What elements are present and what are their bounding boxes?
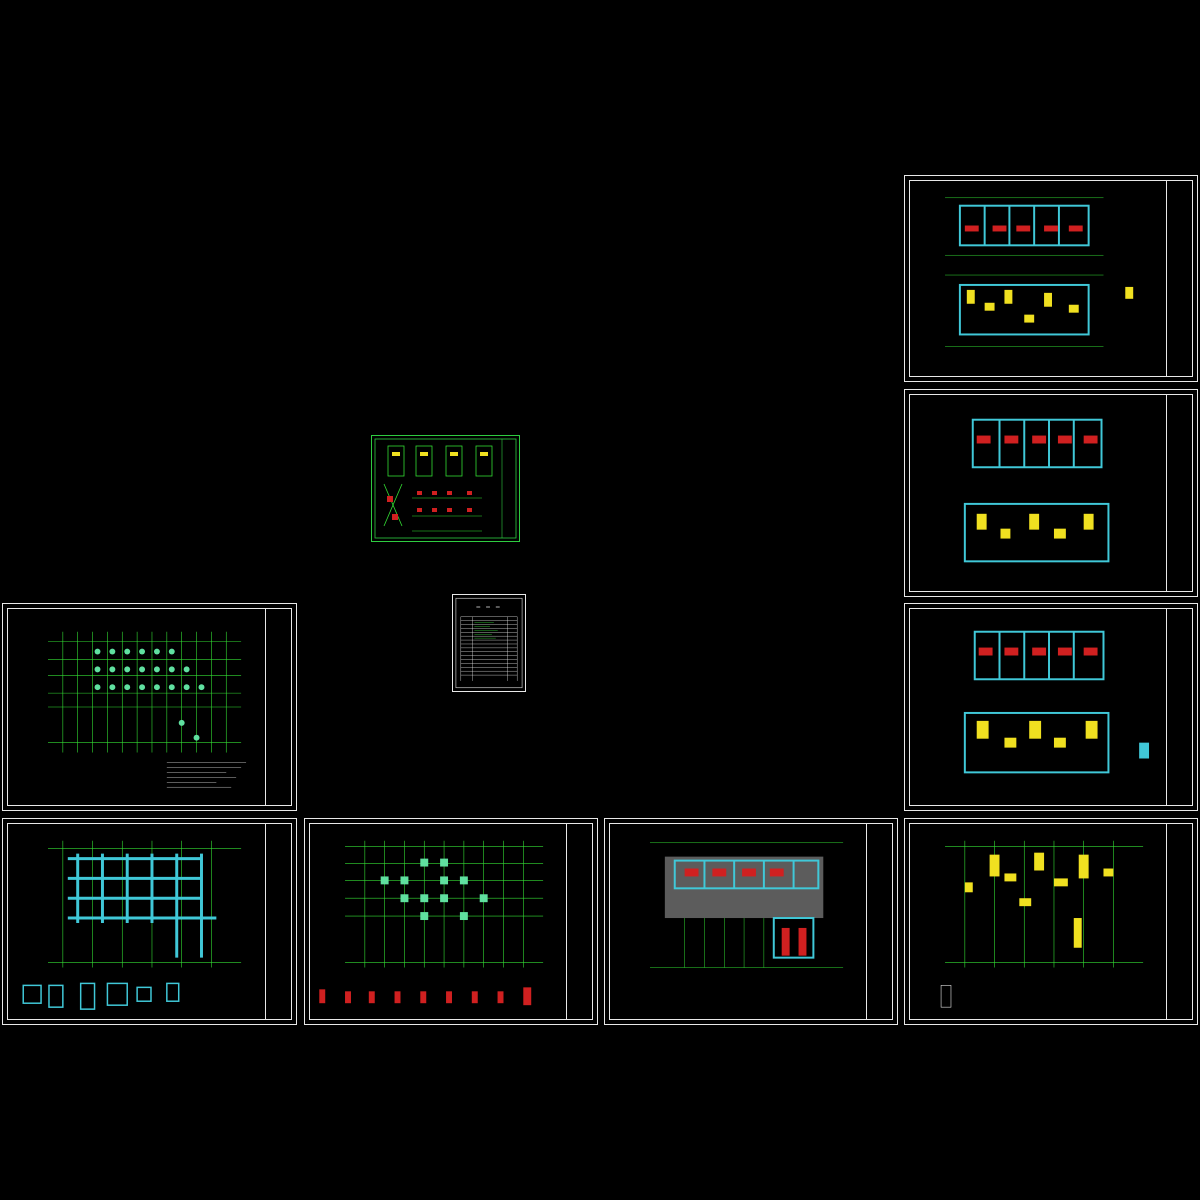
drawing-index-table: [455, 597, 523, 689]
roof-structure-plan-sheet: [904, 818, 1198, 1025]
foundation-beam-plan: [22, 840, 242, 1010]
column-detail-sheet: [371, 435, 520, 542]
column-detail-drawing: [374, 438, 517, 539]
title-block: [1166, 608, 1193, 806]
column-layout-plan: [319, 840, 544, 1006]
floor-slab-plan-sheet: [604, 818, 898, 1025]
roof-structure-plan: [940, 840, 1144, 1008]
pile-foundation-plan: [47, 631, 247, 788]
title-block: [1166, 394, 1193, 592]
pile-foundation-plan-sheet: [2, 603, 297, 811]
column-layout-plan-sheet: [304, 818, 598, 1025]
title-block: [265, 823, 292, 1020]
floor-structural-plan-b: [963, 418, 1110, 563]
foundation-beam-plan-sheet: [2, 818, 297, 1025]
title-block: [866, 823, 893, 1020]
floor-structural-plan-c: [963, 630, 1150, 774]
floor-plan-sheet-c: [904, 603, 1198, 811]
drawing-index-sheet: [452, 594, 526, 692]
floor-plan-sheet-b: [904, 389, 1198, 597]
title-block: [265, 608, 292, 806]
floor-slab-plan: [649, 842, 844, 968]
title-block: [1166, 180, 1193, 377]
title-block: [1166, 823, 1193, 1020]
title-block: [566, 823, 593, 1020]
floor-structural-plan-a: [945, 197, 1134, 347]
floor-plan-sheet-a: [904, 175, 1198, 382]
